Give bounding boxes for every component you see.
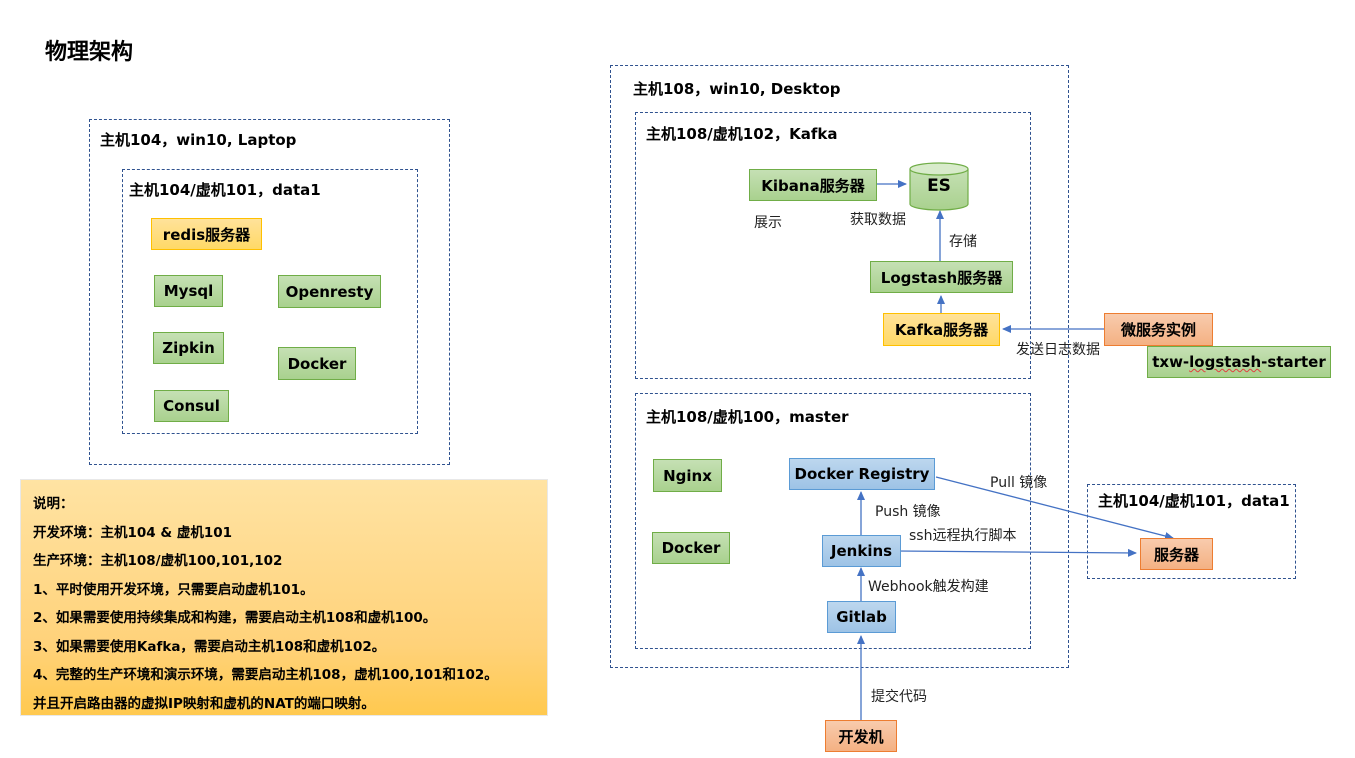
zipkin-node[interactable]: Zipkin	[153, 332, 224, 364]
openresty-node[interactable]: Openresty	[278, 275, 381, 308]
vm100-label: 主机108/虚机100，master	[646, 408, 849, 426]
host108-frame	[610, 65, 1069, 668]
microservice-instance-node[interactable]: 微服务实例	[1104, 313, 1213, 346]
notes-box: 说明： 开发环境：主机104 & 虚机101 生产环境：主机108/虚机100,…	[20, 479, 548, 716]
notes-heading: 说明：	[33, 496, 74, 512]
notes-line: 生产环境：主机108/虚机100,101,102	[33, 553, 283, 569]
notes-line: 4、完整的生产环境和演示环境，需要启动主机108，虚机100,101和102。	[33, 667, 498, 683]
vm101-frame	[122, 169, 418, 434]
vm102-frame	[635, 112, 1031, 379]
docker-node-vm101[interactable]: Docker	[278, 347, 356, 380]
host104-label: 主机104，win10, Laptop	[100, 131, 297, 149]
kibana-server-node[interactable]: Kibana服务器	[749, 169, 877, 201]
es-label: ES	[927, 176, 951, 196]
es-database-icon[interactable]	[909, 162, 969, 212]
docker-registry-node[interactable]: Docker Registry	[789, 458, 935, 490]
docker-node-vm100[interactable]: Docker	[652, 532, 730, 564]
vm101-label: 主机104/虚机101，data1	[129, 181, 321, 199]
starter-suffix: -starter	[1261, 353, 1326, 371]
vm102-label: 主机108/虚机102，Kafka	[646, 125, 838, 143]
edge-label-show: 展示	[754, 215, 782, 231]
redis-server-node[interactable]: redis服务器	[151, 218, 262, 250]
jenkins-node[interactable]: Jenkins	[822, 535, 901, 567]
edge-label-fetch: 获取数据	[850, 212, 906, 228]
notes-line: 3、如果需要使用Kafka，需要启动主机108和虚机102。	[33, 638, 386, 655]
dev-machine-node[interactable]: 开发机	[825, 720, 897, 752]
nginx-node[interactable]: Nginx	[653, 459, 722, 492]
notes-line: 并且开启路由器的虚拟IP映射和虚机的NAT的端口映射。	[33, 695, 375, 712]
starter-prefix: txw-	[1152, 353, 1190, 371]
edge-label-pull: Pull 镜像	[990, 475, 1048, 491]
mysql-node[interactable]: Mysql	[154, 275, 223, 307]
server-node[interactable]: 服务器	[1140, 538, 1213, 570]
starter-mid: logstash	[1189, 353, 1262, 371]
notes-line: 开发环境：主机104 & 虚机101	[33, 524, 233, 541]
edge-label-commit: 提交代码	[871, 689, 927, 705]
edge-label-store: 存储	[949, 234, 977, 250]
kafka-server-node[interactable]: Kafka服务器	[883, 313, 1000, 346]
notes-line: 2、如果需要使用持续集成和构建，需要启动主机108和虚机100。	[33, 610, 437, 626]
vm101-remote-label: 主机104/虚机101，data1	[1098, 492, 1290, 510]
consul-node[interactable]: Consul	[154, 390, 229, 422]
gitlab-node[interactable]: Gitlab	[827, 601, 896, 633]
logstash-server-node[interactable]: Logstash服务器	[870, 261, 1013, 293]
notes-line: 1、平时使用开发环境，只需要启动虚机101。	[33, 581, 314, 598]
edge-label-send-logs: 发送日志数据	[1016, 342, 1100, 358]
txw-logstash-starter-node[interactable]: txw-logstash-starter	[1147, 346, 1331, 378]
edge-label-push: Push 镜像	[875, 504, 941, 520]
edge-label-webhook: Webhook触发构建	[868, 579, 989, 595]
host108-label: 主机108，win10, Desktop	[633, 80, 841, 98]
host104-frame	[89, 119, 450, 465]
edge-label-ssh: ssh远程执行脚本	[909, 528, 1017, 544]
page-title: 物理架构	[45, 40, 134, 65]
